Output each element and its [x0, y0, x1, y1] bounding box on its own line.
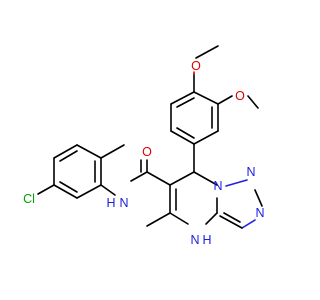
atom-h-ring: H [202, 233, 211, 247]
atom-n-amide: N [119, 196, 128, 210]
atom-o-amide: O [142, 145, 152, 159]
triazole-ring [219, 179, 263, 229]
dihydropyrimidine-ring [169, 171, 218, 225]
carboxamide [100, 159, 171, 196]
molecule-drawing: O O O N H Cl N N N N H [23, 45, 265, 247]
methoxy-top [193, 45, 219, 93]
atom-o-top: O [191, 59, 201, 73]
atom-n2: N [246, 165, 255, 179]
atom-h-amide: H [106, 196, 115, 210]
atom-n3: N [255, 206, 264, 220]
chloromethylphenyl-ring [53, 144, 102, 199]
structure-diagram: O O O N H Cl N N N N H [23, 45, 265, 247]
atom-cl: Cl [23, 192, 35, 206]
chloro-bond [37, 184, 55, 195]
methyl-aryl [100, 144, 125, 159]
dimethoxyphenyl-ring [170, 91, 219, 145]
atom-n1: N [213, 179, 222, 193]
methoxy-right [217, 95, 259, 109]
atom-nh-ring: N [190, 233, 199, 247]
methyl-c5 [146, 212, 171, 227]
atom-o-right: O [235, 89, 245, 103]
